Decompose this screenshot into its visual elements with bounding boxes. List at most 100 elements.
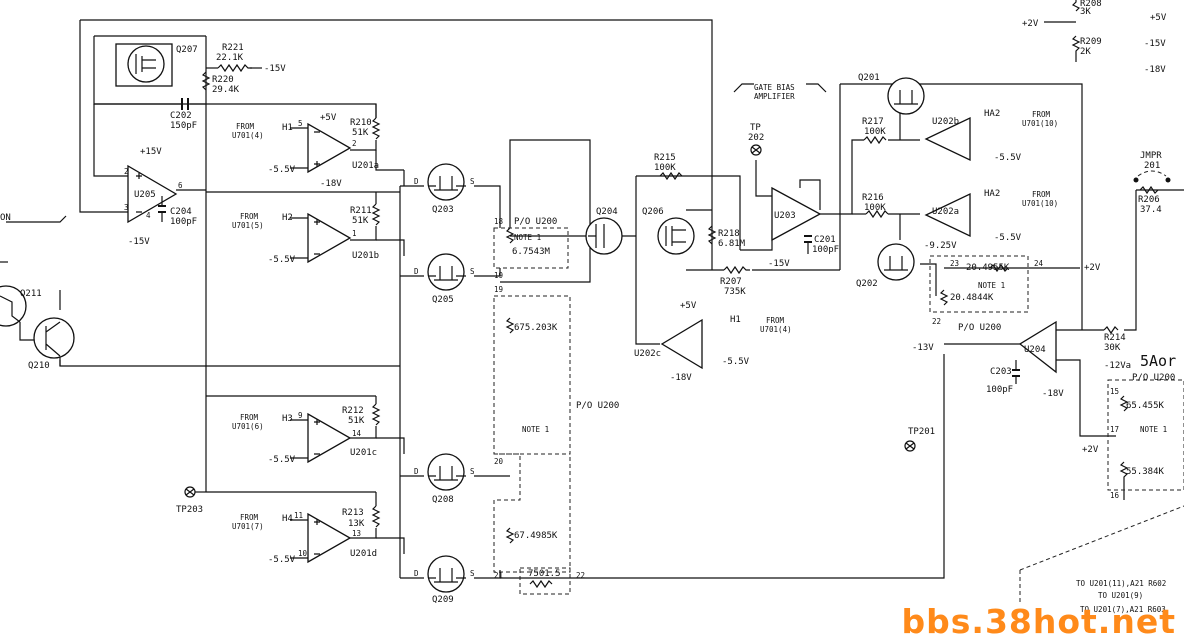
label-u202a: U202a [932, 207, 959, 217]
label-q211: Q211 [20, 289, 42, 299]
label-rail-2v-top: +2V [1022, 19, 1039, 29]
label-pin-20: 20 [494, 457, 504, 466]
transistor-q204 [585, 217, 623, 255]
transistor-q208 [427, 453, 466, 491]
label-r207-value: 735K [724, 287, 746, 297]
label-u201b: U201b [352, 251, 379, 261]
label-div3-r2: 55.384K [1126, 467, 1165, 477]
label-tp202: 202 [748, 133, 764, 143]
label-h4: H4 [282, 514, 293, 524]
label-rail-5v-right: +5V [1150, 13, 1167, 23]
label-r220: R220 [212, 75, 234, 85]
label-pin-17: 17 [1110, 425, 1119, 434]
label-q208: Q208 [432, 495, 454, 505]
label-u701-6: U701(6) [232, 422, 264, 431]
label-r206-value: 37.4 [1140, 205, 1162, 215]
label-pin-2b: 2 [352, 139, 357, 148]
label-jmpr: JMPR [1140, 151, 1162, 161]
resistors [201, 0, 1159, 589]
label-rail-18v: -18V [320, 179, 342, 189]
jumper-jmpr201 [1133, 170, 1171, 183]
svg-text:S: S [470, 177, 475, 186]
transistor-q209 [427, 555, 466, 593]
label-div2-r1: 20.4955K [966, 263, 1010, 273]
label-rail-neg15-top: -15V [264, 64, 286, 74]
label-note1-b: NOTE 1 [522, 425, 549, 434]
label-note-bottom-b: TO U201(9) [1098, 591, 1143, 600]
label-r215-value: 100K [654, 163, 676, 173]
label-rail-925v: -9.25V [924, 241, 957, 251]
label-rail-13v: -13V [912, 343, 934, 353]
wires [0, 19, 1184, 579]
label-po-u200-d: P/O U200 [1132, 373, 1175, 383]
label-pin-2a: 2 [124, 167, 129, 176]
label-r220-value: 29.4K [212, 85, 240, 95]
label-r213-value: 13K [348, 519, 365, 529]
label-r211: R211 [350, 206, 372, 216]
label-c203-value: 100pF [986, 385, 1013, 395]
svg-text:D: D [414, 467, 419, 476]
label-pin-10a: 10 [298, 549, 308, 558]
label-div-r2: 675.203K [514, 323, 558, 333]
label-from-h1: FROM [236, 122, 255, 131]
label-rail-2v-u202a: -5.5V [994, 233, 1022, 243]
capacitors [158, 98, 1020, 384]
label-q209: Q209 [432, 595, 454, 605]
label-po-u200-b: P/O U200 [576, 401, 619, 411]
label-q210: Q210 [28, 361, 50, 371]
label-rail-2v-b: -5.5V [268, 255, 296, 265]
transistor-q202 [877, 243, 915, 281]
label-c203: C203 [990, 367, 1012, 377]
label-q203: Q203 [432, 205, 454, 215]
fet-pin-letters: D S D S D S D S [414, 177, 475, 578]
label-tp: TP [750, 123, 761, 133]
label-c202-value: 150pF [170, 121, 197, 131]
label-rail-18v-u202c: -18V [670, 373, 692, 383]
label-pin-11a: 11 [294, 511, 303, 520]
transistor-q205 [427, 253, 466, 291]
svg-text:S: S [470, 467, 475, 476]
label-rail-5v-u202c: +5V [680, 301, 697, 311]
label-r214: R214 [1104, 333, 1126, 343]
label-u201a: U201a [352, 161, 379, 171]
label-h3: H3 [282, 414, 293, 424]
label-pin-18: 18 [494, 217, 504, 226]
opamp-u202c [660, 318, 703, 370]
opamp-u203 [771, 186, 822, 242]
label-h1: H1 [282, 123, 293, 133]
label-pin-19b: 19 [494, 285, 503, 294]
label-q207: Q207 [176, 45, 198, 55]
label-r209-value: 2K [1080, 47, 1091, 57]
label-rail-2v-d: -5.5V [268, 555, 296, 565]
label-div-r3: 67.4985K [514, 531, 558, 541]
label-u701-10-b: U701(10) [1022, 199, 1058, 208]
gate-bias-bracket [6, 83, 827, 223]
label-amplifier: AMPLIFIER [754, 92, 795, 101]
label-c204-value: 100pF [170, 217, 197, 227]
label-pin-4a: 4 [146, 211, 151, 220]
svg-text:D: D [414, 569, 419, 578]
label-5aor: 5Aor [1140, 352, 1176, 370]
svg-text:S: S [470, 267, 475, 276]
label-u701-10-a: U701(10) [1022, 119, 1058, 128]
label-q204: Q204 [596, 207, 618, 217]
label-pin-19a: 19 [494, 271, 503, 280]
label-r216: R216 [862, 193, 884, 203]
label-rail-pos15: +15V [140, 147, 162, 157]
label-pin-16: 16 [1110, 491, 1120, 500]
label-pin-24: 24 [1034, 259, 1044, 268]
label-r218-value: 6.81M [718, 239, 746, 249]
label-r207: R207 [720, 277, 742, 287]
label-jmpr-201: 201 [1144, 161, 1160, 171]
test-points [184, 144, 916, 498]
label-gate-bias: GATE BIAS [754, 83, 795, 92]
svg-text:D: D [414, 177, 419, 186]
watermark: bbs.38hot.net [901, 602, 1176, 641]
label-rail-neg15-u203: -15V [768, 259, 790, 269]
label-r209: R209 [1080, 37, 1102, 47]
label-h2: H2 [282, 213, 293, 223]
label-pin-22r: 22 [932, 317, 941, 326]
label-rail-55v-b: +2V [1082, 445, 1099, 455]
label-from-h2: FROM [240, 212, 259, 221]
